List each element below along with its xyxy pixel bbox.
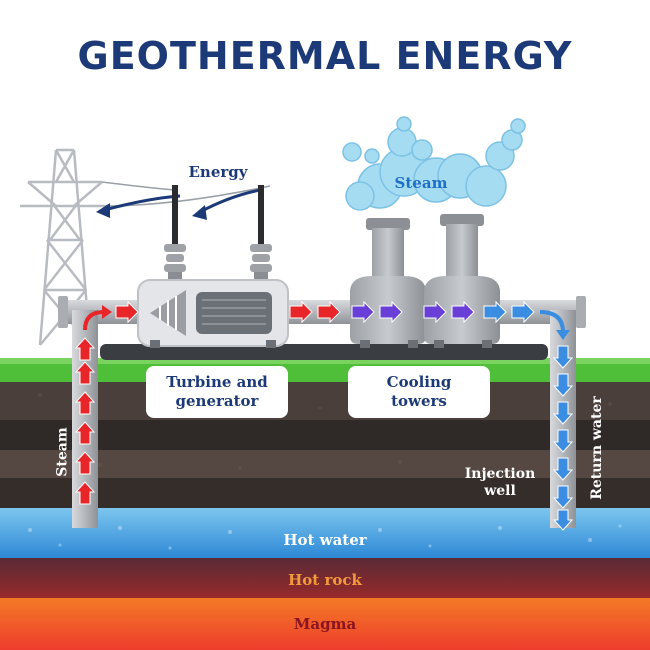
steam-clouds (342, 116, 526, 211)
return-down-arrows (552, 345, 574, 531)
cooling-flow-arrows (351, 300, 475, 324)
flow-arrows-horizontal (115, 300, 535, 324)
cooling-tower-right (424, 214, 500, 348)
energy-label: Energy (188, 163, 248, 181)
hot-rock-layer (0, 558, 650, 600)
cooling-towers-label: Cooling towers (348, 366, 490, 418)
cooling-tower-left (350, 218, 426, 348)
turbine-label-line1: Turbine and (166, 373, 268, 392)
steam-cloud-label: Steam (394, 174, 448, 192)
injection-label-line2: well (484, 482, 516, 499)
magma-layer (0, 598, 650, 650)
hot-rock-label: Hot rock (288, 571, 362, 589)
steam-well-label: Steam (54, 427, 71, 477)
transformer-insulators (164, 185, 272, 284)
magma-label: Magma (293, 615, 357, 633)
hot-steam-arrows (115, 300, 341, 324)
page-title: GEOTHERMAL ENERGY (77, 34, 573, 78)
topsoil-layer (0, 380, 650, 420)
turbine-generator (137, 279, 289, 348)
cooling-label-line2: towers (391, 392, 447, 410)
cold-flow-arrows (483, 300, 535, 324)
dark-soil-layer (0, 420, 650, 450)
grass-highlight (0, 358, 650, 364)
turbine-label-line2: generator (175, 392, 259, 410)
hot-water-layer (0, 508, 650, 560)
turbine-generator-label: Turbine and generator (146, 366, 288, 418)
hot-water-label: Hot water (283, 531, 367, 549)
injection-label-line1: Injection (464, 466, 536, 482)
return-elbow-arrowhead (556, 330, 570, 340)
steam-elbow-arrow (83, 310, 105, 331)
steam-up-arrows (74, 337, 96, 505)
deep-soil-layer (0, 478, 650, 510)
water-bubbles (28, 524, 622, 550)
return-water-label: Return water (589, 396, 605, 500)
injection-well-label: Injection well (455, 466, 545, 500)
mid-soil-layer (0, 450, 650, 478)
ground-layers (0, 380, 650, 650)
return-elbow-arrow (539, 310, 565, 333)
cooling-label-line1: Cooling (386, 373, 452, 392)
steam-elbow-arrowhead (102, 305, 112, 319)
